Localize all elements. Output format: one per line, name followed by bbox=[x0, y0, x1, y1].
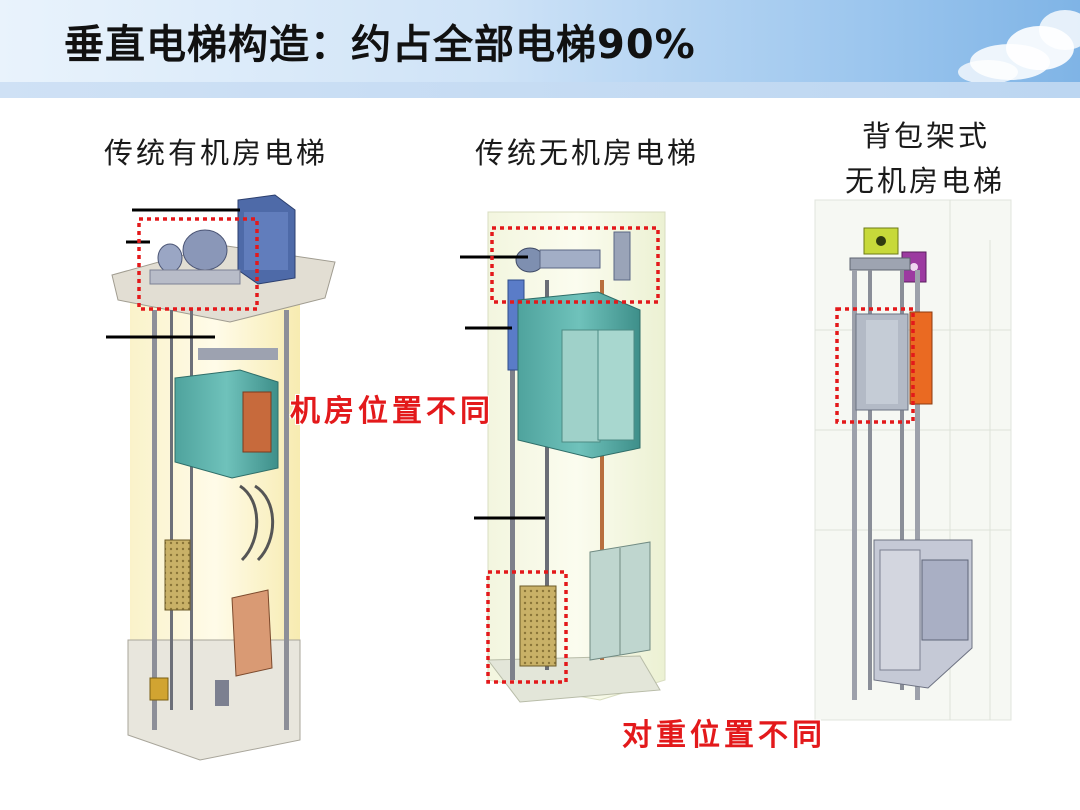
header-band bbox=[0, 82, 1080, 98]
elevator-backpack-mrl bbox=[814, 199, 1012, 721]
caption-machine-room-elevator: 传统有机房电梯 bbox=[104, 136, 329, 170]
slide-header: 垂直电梯构造：约占全部电梯90% bbox=[0, 0, 1080, 82]
counterweight-position-note: 对重位置不同 bbox=[622, 718, 826, 753]
machine-room-position-note: 机房位置不同 bbox=[290, 394, 494, 429]
elevator-machine-room bbox=[106, 194, 336, 761]
elevator-mrl bbox=[460, 211, 666, 703]
highlight-counterweight-2 bbox=[486, 570, 568, 684]
cloud-decoration-icon bbox=[958, 10, 1080, 82]
caption-mrl-elevator: 传统无机房电梯 bbox=[475, 136, 700, 170]
highlight-machine-room-1 bbox=[137, 217, 259, 311]
caption-backpack-mrl-line1: 背包架式 bbox=[862, 119, 991, 153]
highlight-machine-room-2 bbox=[490, 226, 660, 304]
highlight-counterweight-3 bbox=[835, 307, 915, 424]
slide-title: 垂直电梯构造：约占全部电梯90% bbox=[64, 22, 696, 68]
caption-backpack-mrl-line2: 无机房电梯 bbox=[845, 164, 1006, 198]
